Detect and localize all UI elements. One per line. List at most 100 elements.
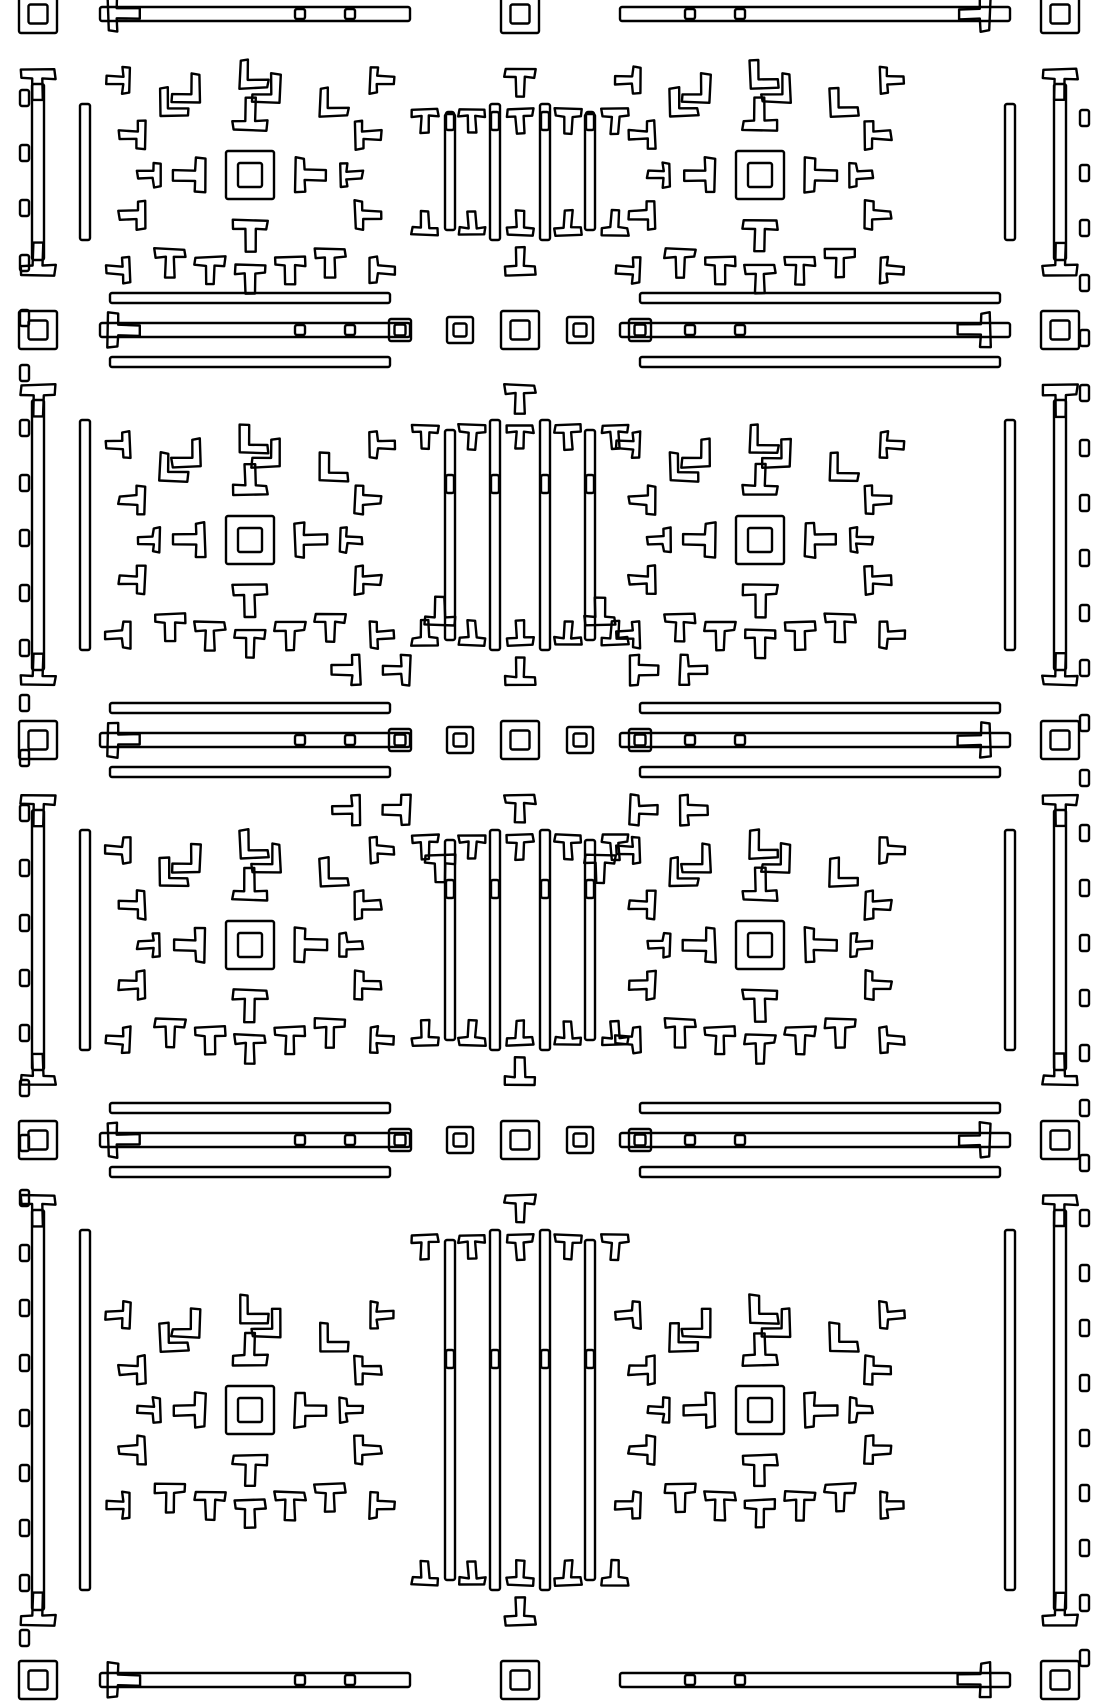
motif-0-0-l-top-0 <box>158 85 190 118</box>
center-bar-d-0 <box>583 112 597 232</box>
motif-1-1-t-bottom-1 <box>703 620 737 652</box>
motif-0-0-tip-lower-0 <box>104 255 132 285</box>
column-t-top-0-3 <box>553 106 583 136</box>
junction-t-left-4 <box>106 1660 142 1699</box>
motif-1-0-l-top-2 <box>238 423 270 455</box>
column-t-bottom-0-1 <box>457 210 487 236</box>
junction-dot-4-0 <box>293 1673 307 1687</box>
frame-inner-left-1 <box>78 418 92 652</box>
column-dash-3-0 <box>444 1348 456 1370</box>
motif-2-0-t-bottom-2 <box>232 1032 267 1065</box>
side-dash-left <box>18 1023 31 1043</box>
junction-square-crr-1-inner <box>633 323 647 337</box>
motif-2-0-arm-lower-1 <box>353 969 383 1001</box>
column-t-top-1-1 <box>457 423 487 451</box>
motif-3-1-t-bottom-2 <box>743 1497 777 1529</box>
frame-inner-left-2 <box>78 828 92 1052</box>
motif-1-0-t-bottom-0 <box>153 612 187 643</box>
junction-t-up-center-1 <box>503 245 537 277</box>
motif-1-1-arm-mid-1 <box>848 526 875 554</box>
junction-t-up-center-2 <box>503 656 537 687</box>
motif-3-0-arm-mid-1 <box>338 1396 365 1425</box>
motif-2-0-t-s <box>231 988 269 1024</box>
column-t-top-3-2 <box>505 1232 535 1262</box>
motif-1-1-l-top-2 <box>748 423 780 454</box>
side-dash-left <box>18 1133 31 1153</box>
side-dash-left <box>18 1408 31 1428</box>
motif-3-1-arm-lower-1 <box>863 1434 893 1466</box>
junction-square-cl-1-inner <box>452 322 468 338</box>
side-dash-left <box>18 1188 31 1208</box>
motif-2-0-arm-lower-0 <box>117 969 147 1001</box>
junction-square-left-4-inner <box>27 1669 49 1691</box>
motif-1-0-t-n <box>231 463 269 497</box>
motif-2-1-t-s <box>741 988 779 1023</box>
junction-square-center-2 <box>499 719 541 761</box>
column-dash-3-3 <box>584 1348 596 1370</box>
side-dash-left <box>18 1573 31 1593</box>
side-dash-right <box>1078 438 1091 458</box>
motif-2-1-l-top-0 <box>668 856 700 888</box>
frame-bar-lower-1 <box>108 355 392 369</box>
frame-inner-right-1 <box>1003 418 1017 652</box>
junction-square-cl-1 <box>445 315 475 345</box>
motif-1-0-arm-upper-0 <box>116 484 147 516</box>
motif-3-1-t-n <box>741 1332 779 1368</box>
motif-0-1-t-bottom-0 <box>663 247 697 279</box>
side-dash-left <box>18 803 31 823</box>
motif-0-0-l-top-3 <box>250 71 282 105</box>
junction-t-down-center-1 <box>503 383 537 415</box>
side-dash-right <box>1078 1208 1091 1228</box>
column-t-bottom-1-0 <box>410 618 440 647</box>
column-t-bottom-2-2 <box>505 1019 535 1047</box>
side-dash-left <box>18 363 31 383</box>
junction-square-center-4 <box>499 1659 541 1701</box>
crossing-t-lower-0 <box>330 793 362 827</box>
motif-2-1-arm-mid-1 <box>849 932 874 959</box>
junction-t-right-1 <box>956 311 992 349</box>
motif-0-1-l-top-3 <box>760 72 792 105</box>
motif-3-1-l-top-2 <box>748 1293 780 1325</box>
motif-1-1-l-top-1 <box>680 437 711 469</box>
motif-3-1-arm-lower-0 <box>627 1434 657 1466</box>
frame-bar-lower-r-1 <box>638 355 1002 369</box>
column-t-top-1-3 <box>553 423 582 452</box>
motif-1-0-tip-upper-1 <box>368 430 397 460</box>
motif-1-1-t-e <box>803 521 837 559</box>
side-dash-right <box>1078 1043 1091 1063</box>
side-dash-left <box>18 858 31 878</box>
motif-2-0-tip-lower-1 <box>368 1024 395 1055</box>
side-dash-right <box>1078 1593 1091 1613</box>
frame-bar-lower-3 <box>108 1165 392 1179</box>
motif-1-0-t-bottom-3 <box>273 620 307 652</box>
center-bar-a-0 <box>443 112 457 232</box>
junction-t-right-2 <box>956 721 992 759</box>
junction-t-up-right-4 <box>1041 1591 1080 1627</box>
frame-bar-upper-r-2 <box>638 701 1002 715</box>
motif-2-0-tip-upper-1 <box>368 835 396 865</box>
motif-3-1-center-square <box>734 1384 786 1436</box>
frame-bar-upper-3 <box>108 1101 392 1115</box>
motif-3-1-tip-upper-1 <box>878 1299 906 1330</box>
side-dash-right <box>1078 1428 1091 1448</box>
motif-0-1-t-bottom-2 <box>743 263 777 295</box>
motif-3-0-t-n <box>231 1331 269 1367</box>
motif-0-1-arm-upper-1 <box>863 119 893 152</box>
center-bar-c-0 <box>538 102 552 242</box>
junction-t-down-right-2 <box>1041 793 1080 828</box>
motif-3-0-l-top-3 <box>250 1307 282 1339</box>
column-t-top-3-4 <box>600 1233 630 1262</box>
side-dash-right <box>1078 1318 1091 1338</box>
column-t-bottom-0-0 <box>410 209 439 237</box>
column-t-bottom-3-2 <box>505 1558 535 1588</box>
junction-dot-4-3 <box>733 1673 747 1687</box>
junction-square-left-2-inner <box>27 729 49 751</box>
crossing-t-bottom-0 <box>423 853 457 884</box>
motif-2-0-t-n <box>230 866 269 902</box>
junction-square-cll-1 <box>387 317 413 343</box>
motif-0-0-arm-mid-1 <box>339 162 365 189</box>
motif-3-0-arm-lower-1 <box>353 1434 383 1466</box>
motif-0-0-arm-mid-0 <box>135 161 162 189</box>
motif-0-1-l-top-4 <box>828 86 860 119</box>
side-dash-right <box>1078 1373 1091 1393</box>
